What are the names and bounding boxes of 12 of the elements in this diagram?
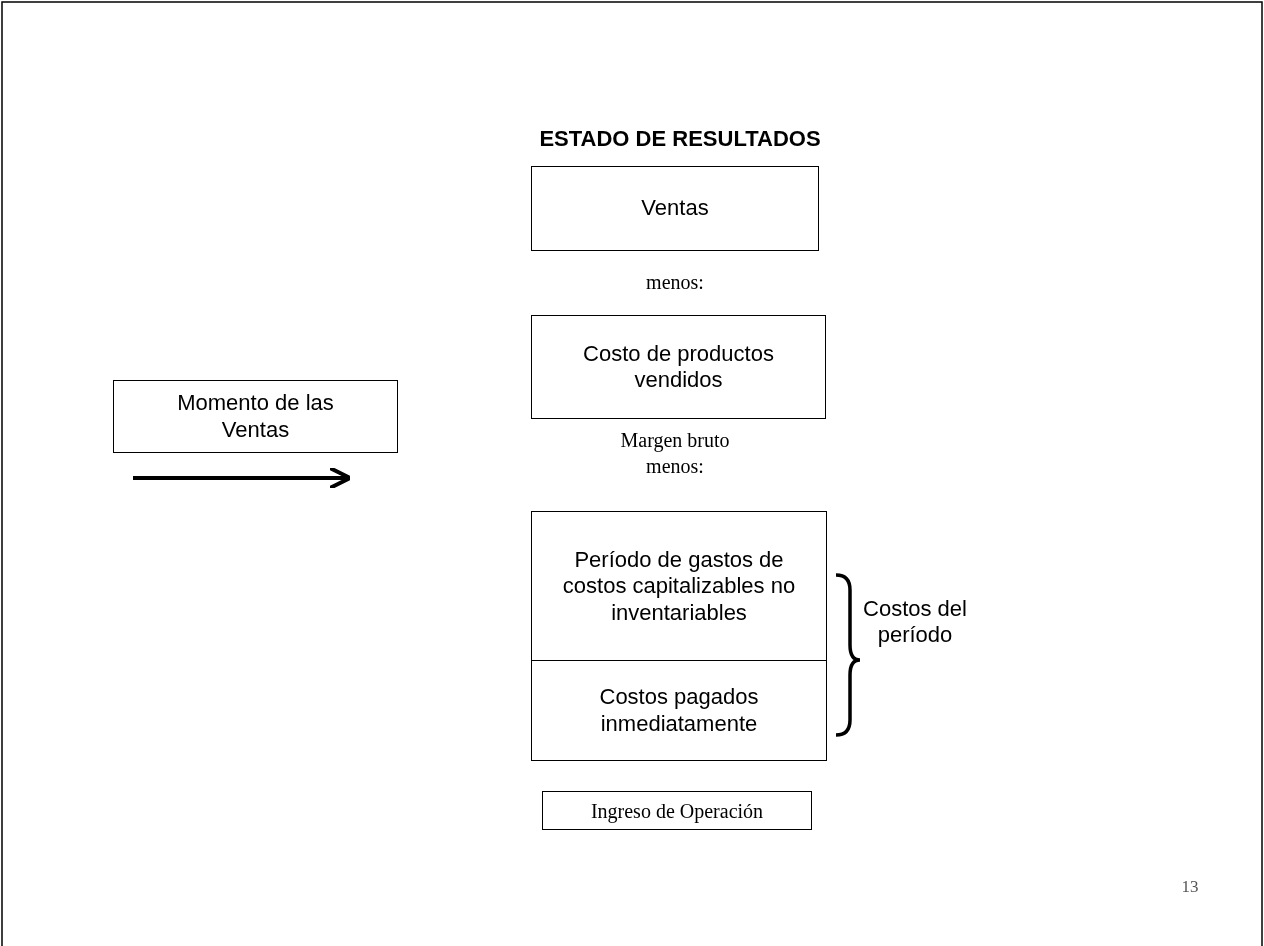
text-box: Momento de las Ventas	[113, 380, 398, 453]
text-box: Ventas	[531, 166, 819, 251]
result-box: Ingreso de Operación	[542, 791, 812, 830]
operator-label: menos:	[645, 270, 705, 294]
brace-label: Costos del período	[862, 596, 968, 649]
title: ESTADO DE RESULTADOS	[538, 126, 822, 153]
subtotal-label: Margen bruto	[619, 428, 731, 452]
text-box: Período de gastos de costos capitalizables no inventariables	[531, 511, 827, 661]
text-box: Costos pagados inmediatamente	[531, 660, 827, 761]
page-number: 13	[1180, 877, 1200, 898]
operator-label: menos:	[645, 454, 705, 478]
text-box: Costo de productos vendidos	[531, 315, 826, 419]
